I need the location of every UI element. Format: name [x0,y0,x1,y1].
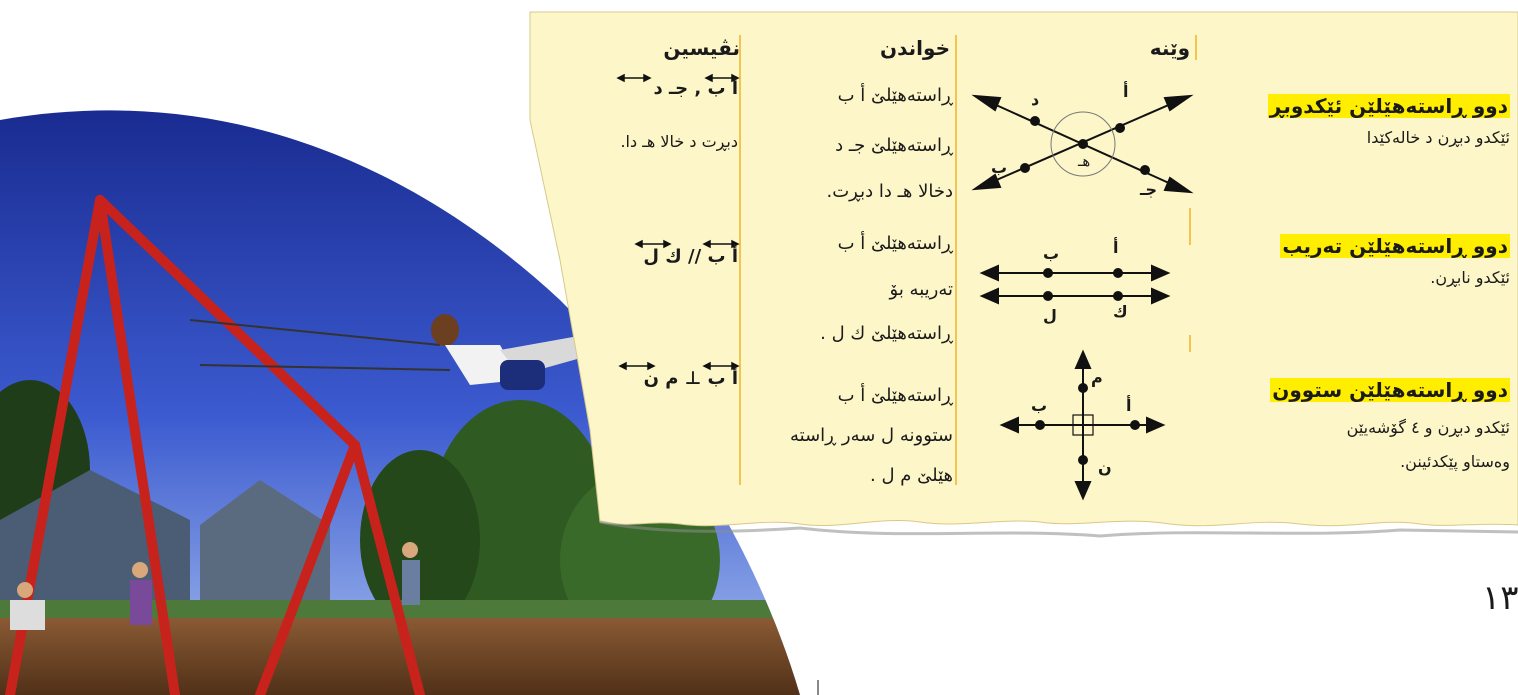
reading-line: ڕاستەهێلێ جـ د [835,135,953,156]
writing-notation: أ ب ⊥ م ن [643,368,738,389]
page-number: ١٣ [1482,578,1518,618]
row-title-parallel: دوو ڕاستەهێلێن تەریب [1280,234,1510,258]
column-header-figure: وێنە [1149,36,1190,60]
diagram-label: د [1031,90,1040,109]
diagram-label: جـ [1140,180,1157,199]
writing-line: دبڕت د خالا هـ دا. [620,132,738,151]
diagram-label: ب [991,158,1008,177]
row-title-perpendicular: دوو ڕاستەهێلێن ستوون [1270,378,1510,402]
diagram-label: ك [1113,302,1128,321]
diagram-label: ب [1031,396,1048,415]
column-header-reading: خواندن [880,36,950,60]
column-header-writing: نڤیسین [663,36,740,60]
diagram-label: م [1091,368,1103,387]
writing-notation: أ ب , جـ د [653,78,738,99]
reading-line: ڕاستەهێلێ ك ل . [820,323,953,344]
reading-line: ڕاستەهێلێ أ ب [837,233,953,254]
diagram-label: أ [1126,396,1132,415]
row-title-intersecting: دوو ڕاستەهێلێن ئێكدوبڕ [1267,94,1510,118]
diagram-label: ن [1098,458,1112,477]
intersecting-lines-diagram [971,94,1194,194]
reading-line: هێلێ م ل . [870,465,953,486]
reading-line: ڕاستەهێلێ أ ب [837,85,953,106]
reading-line: ڕاستەهێلێ أ ب [837,385,953,406]
writing-notation: أ ب // ك ل [643,246,738,267]
reading-line: تەریبە بۆ [889,279,953,300]
row-description-perpendicular: وەستاو پێكدئینن. [1400,452,1510,471]
reading-line: دخالا هـ دا دبڕت. [826,181,953,202]
diagram-label: أ [1113,238,1119,257]
diagram-label: هـ [1078,152,1091,170]
reading-line: ستوونە ل سەر ڕاستە [790,425,953,446]
diagram-label: ب [1043,244,1060,263]
row-description-intersecting: ئێكدو دبڕن د خالەكێدا [1366,128,1510,147]
diagram-label: أ [1123,82,1129,101]
diagram-label: ل [1043,306,1057,325]
row-description-perpendicular: ئێكدو دبڕن و ٤ گۆشەیێن [1346,418,1510,437]
parallel-lines-diagram [979,264,1171,305]
perpendicular-lines-diagram [999,349,1166,501]
row-description-parallel: ئێكدو نابڕن. [1430,268,1510,287]
